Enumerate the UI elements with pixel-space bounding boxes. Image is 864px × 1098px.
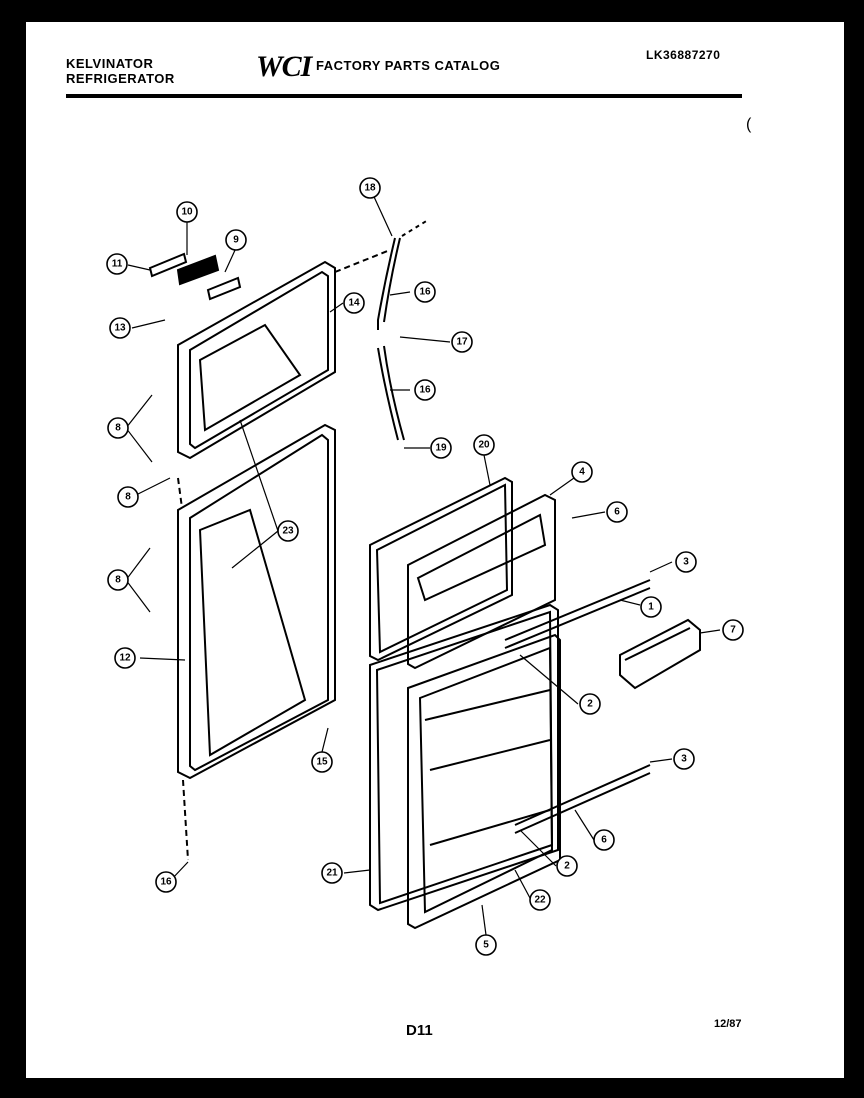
svg-text:19: 19 bbox=[435, 443, 447, 454]
callout-9a: 9 bbox=[225, 229, 247, 251]
callout-16b: 16 bbox=[414, 379, 436, 401]
catalog-page: KELVINATOR REFRIGERATOR WCI FACTORY PART… bbox=[26, 22, 844, 1078]
svg-text:18: 18 bbox=[364, 183, 376, 194]
svg-text:16: 16 bbox=[160, 877, 172, 888]
freezer-gasket bbox=[369, 476, 513, 662]
callout-19: 19 bbox=[430, 437, 452, 459]
callout-15: 15 bbox=[311, 751, 333, 773]
page-code: D11 bbox=[406, 1022, 433, 1039]
lower-handle bbox=[377, 347, 399, 441]
callout-12: 12 bbox=[114, 647, 136, 669]
callout-20: 20 bbox=[473, 434, 495, 456]
callout-5: 5 bbox=[475, 934, 497, 956]
callout-13: 13 bbox=[109, 317, 131, 339]
svg-text:15: 15 bbox=[316, 757, 328, 768]
svg-text:6: 6 bbox=[601, 835, 607, 846]
svg-text:10: 10 bbox=[181, 207, 193, 218]
callout-16a: 16 bbox=[414, 281, 436, 303]
fresh-food-door bbox=[177, 423, 336, 780]
label-plate bbox=[176, 254, 220, 286]
callout-14: 14 bbox=[343, 292, 365, 314]
fresh-food-gasket bbox=[369, 603, 559, 912]
svg-text:12: 12 bbox=[119, 653, 131, 664]
callout-8a: 8 bbox=[107, 417, 129, 439]
svg-text:16: 16 bbox=[419, 287, 431, 298]
svg-text:13: 13 bbox=[114, 323, 126, 334]
callout-3a: 3 bbox=[675, 551, 697, 573]
callout-17: 17 bbox=[451, 331, 473, 353]
svg-text:8: 8 bbox=[125, 492, 131, 503]
svg-text:11: 11 bbox=[112, 259, 123, 270]
svg-text:3: 3 bbox=[681, 754, 687, 765]
svg-text:8: 8 bbox=[115, 575, 121, 586]
callout-6: 6 bbox=[606, 501, 628, 523]
callout-4: 4 bbox=[571, 461, 593, 483]
margin-mark: ( bbox=[746, 116, 752, 133]
catalog-date: 12/87 bbox=[714, 1018, 742, 1030]
callout-22: 22 bbox=[529, 889, 551, 911]
callout-11: 11 bbox=[106, 253, 128, 275]
upper-handle bbox=[377, 237, 396, 330]
freezer-door bbox=[177, 260, 336, 460]
freezer-inner-door bbox=[407, 493, 556, 670]
svg-text:21: 21 bbox=[326, 868, 338, 879]
svg-text:17: 17 bbox=[456, 337, 468, 348]
wci-logo: WCI bbox=[256, 50, 312, 83]
callout-6b: 6 bbox=[593, 829, 615, 851]
callout-8c: 8 bbox=[107, 569, 129, 591]
svg-text:20: 20 bbox=[478, 440, 490, 451]
callout-2a: 2 bbox=[579, 693, 601, 715]
svg-text:2: 2 bbox=[587, 699, 593, 710]
svg-text:14: 14 bbox=[348, 298, 360, 309]
header-rule bbox=[66, 94, 742, 98]
svg-text:23: 23 bbox=[282, 526, 294, 537]
callout-23: 23 bbox=[277, 520, 299, 542]
svg-text:16: 16 bbox=[419, 385, 431, 396]
callout-7: 7 bbox=[722, 619, 744, 641]
callout-1: 1 bbox=[640, 596, 662, 618]
dairy-door bbox=[619, 618, 701, 690]
svg-text:4: 4 bbox=[579, 467, 585, 478]
svg-text:5: 5 bbox=[483, 940, 489, 951]
svg-text:1: 1 bbox=[648, 602, 654, 613]
svg-text:22: 22 bbox=[534, 895, 546, 906]
callout-10a: 10 bbox=[176, 201, 198, 223]
svg-text:9: 9 bbox=[233, 235, 239, 246]
svg-text:8: 8 bbox=[115, 423, 121, 434]
catalog-title: FACTORY PARTS CATALOG bbox=[316, 58, 501, 73]
svg-text:3: 3 bbox=[683, 557, 689, 568]
callout-18: 18 bbox=[359, 177, 381, 199]
callout-3b: 3 bbox=[673, 748, 695, 770]
callout-2b: 2 bbox=[556, 855, 578, 877]
brand-line-2: REFRIGERATOR bbox=[66, 71, 175, 86]
svg-text:2: 2 bbox=[564, 861, 570, 872]
svg-text:7: 7 bbox=[730, 625, 736, 636]
callout-21: 21 bbox=[321, 862, 343, 884]
callout-8b: 8 bbox=[117, 486, 139, 508]
callout-16c: 16 bbox=[155, 871, 177, 893]
brand-line-1: KELVINATOR bbox=[66, 56, 154, 71]
svg-text:6: 6 bbox=[614, 507, 620, 518]
model-number: LK36887270 bbox=[646, 48, 721, 62]
